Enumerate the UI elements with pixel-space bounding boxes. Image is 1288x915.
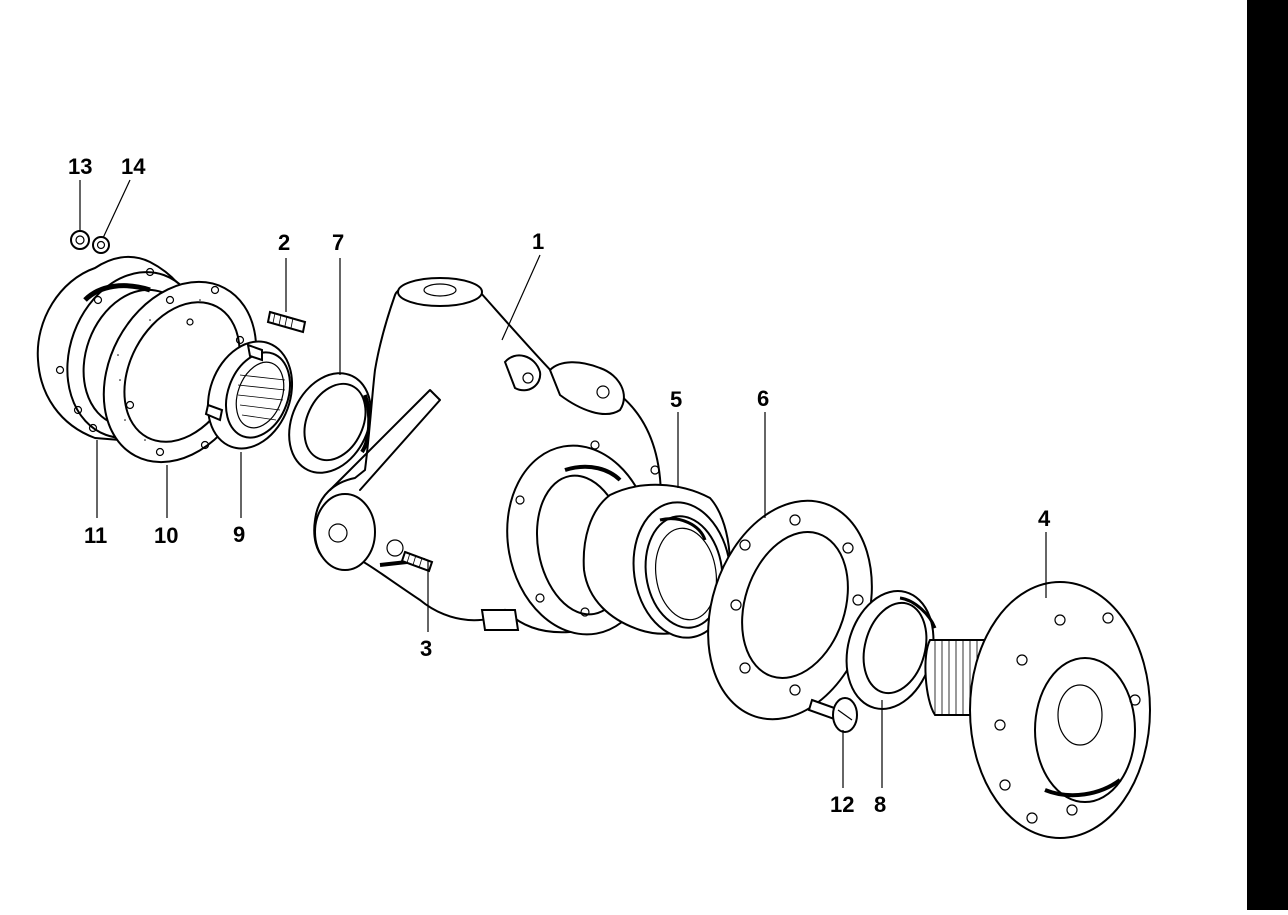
callout-13: 13 <box>68 154 92 179</box>
callout-12: 12 <box>830 792 854 817</box>
part-2-stud <box>266 310 307 334</box>
callout-1: 1 <box>532 229 544 254</box>
right-edge-bar <box>1247 0 1288 910</box>
part-13-nut <box>70 230 90 250</box>
callout-10: 10 <box>154 523 178 548</box>
callout-labels: 13 14 2 7 1 5 6 4 11 10 9 3 12 8 <box>68 154 1051 817</box>
callout-4: 4 <box>1038 506 1051 531</box>
callout-9: 9 <box>233 522 245 547</box>
callout-11: 11 <box>84 523 107 548</box>
callout-8: 8 <box>874 792 886 817</box>
part-7-seal-ring <box>288 372 372 474</box>
callout-2: 2 <box>278 230 290 255</box>
leader-lines <box>79 179 1047 788</box>
callout-3: 3 <box>420 636 432 661</box>
part-14-washer <box>92 236 110 254</box>
part-3-stud <box>400 550 434 573</box>
callout-14: 14 <box>121 154 146 179</box>
part-6-flange-plate <box>707 499 873 721</box>
part-12-bolt <box>807 697 858 733</box>
callout-5: 5 <box>670 387 682 412</box>
callout-7: 7 <box>332 230 344 255</box>
part-5-bearing-sleeve <box>582 483 732 639</box>
callout-6: 6 <box>757 386 769 411</box>
part-9-ring-nut <box>204 340 294 450</box>
part-4-hub <box>924 581 1151 839</box>
